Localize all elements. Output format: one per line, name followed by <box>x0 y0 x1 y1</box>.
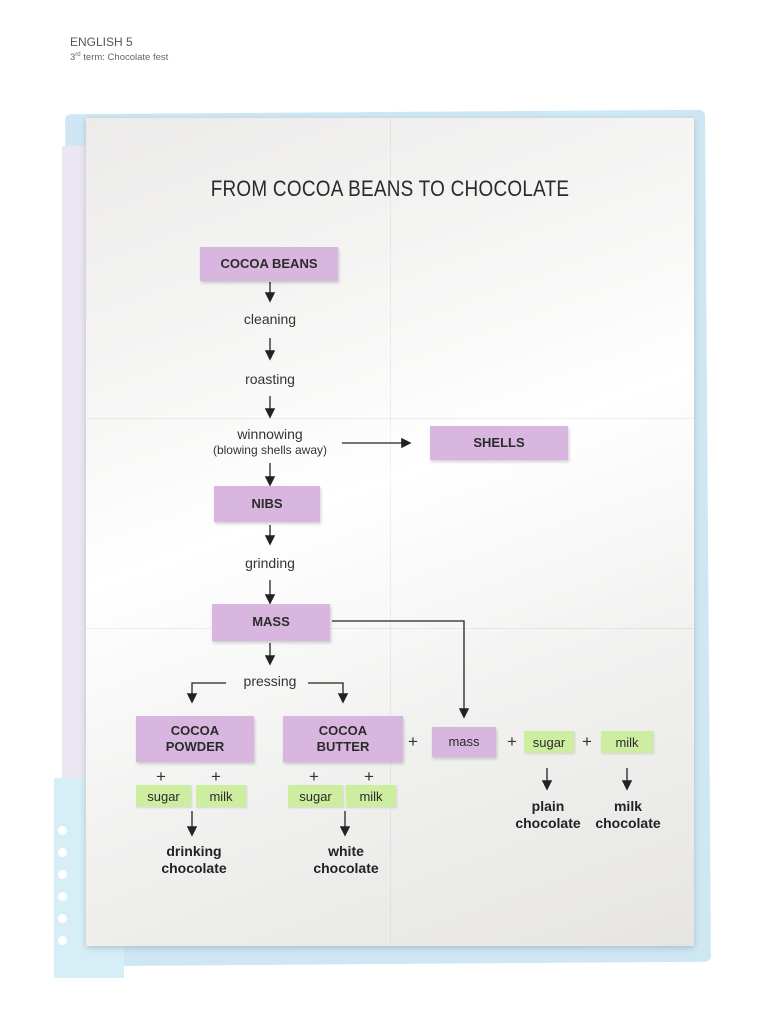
step-roasting: roasting <box>245 371 295 387</box>
term-label: 3rd term: Chocolate fest <box>70 52 168 63</box>
step-grinding: grinding <box>245 555 295 571</box>
plus-sign: + <box>364 767 374 786</box>
plus-sign: + <box>408 732 418 751</box>
ingredient-milk: milk <box>601 731 653 753</box>
node-shells: SHELLS <box>430 426 568 460</box>
diagram-title: FROM COCOA BEANS TO CHOCOLATE <box>210 176 570 201</box>
step-winnowing-note: (blowing shells away) <box>212 443 328 457</box>
step-cleaning: cleaning <box>243 311 297 327</box>
arrow-pressing-to-butter <box>308 682 349 704</box>
paper-sheet: FROM COCOA BEANS TO CHOCOLATE COCOA BEA <box>86 118 694 946</box>
ingredient-sugar: sugar <box>524 731 574 753</box>
flow-arrows <box>186 282 633 837</box>
ticket-hole <box>58 826 67 835</box>
step-pressing: pressing <box>243 673 297 689</box>
result-drinking-chocolate: drinking chocolate <box>161 843 227 876</box>
plus-sign: + <box>211 767 221 786</box>
ingredient-sugar: sugar <box>136 785 191 807</box>
subject-label: ENGLISH 5 <box>70 35 133 49</box>
plus-sign: + <box>309 767 319 786</box>
arrow-pressing-to-powder <box>186 682 226 704</box>
node-nibs: NIBS <box>214 486 320 522</box>
node-cocoa-butter: COCOA BUTTER <box>283 716 403 762</box>
result-white-chocolate: white chocolate <box>313 843 379 876</box>
node-mass: MASS <box>212 604 330 641</box>
ingredient-milk: milk <box>346 785 396 807</box>
ingredient-milk: milk <box>196 785 246 807</box>
result-milk-chocolate: milk chocolate <box>595 798 661 831</box>
ingredient-sugar: sugar <box>288 785 343 807</box>
ticket-hole <box>58 848 67 857</box>
ticket-hole <box>58 914 67 923</box>
node-mass-small: mass <box>432 727 496 757</box>
paper-fold <box>86 628 694 629</box>
paper-fold <box>390 118 391 946</box>
arrow-mass-to-mass-small <box>332 620 470 719</box>
ticket-hole <box>58 936 67 945</box>
node-cocoa-powder: COCOA POWDER <box>136 716 254 762</box>
result-plain-chocolate: plain chocolate <box>515 798 581 831</box>
plus-sign: + <box>156 767 166 786</box>
ticket-hole <box>58 870 67 879</box>
paper-fold <box>86 418 694 419</box>
plus-sign: + <box>582 732 592 751</box>
term-ordinal-suffix: rd <box>75 52 81 58</box>
ticket-hole <box>58 892 67 901</box>
step-winnowing: winnowing <box>237 426 303 442</box>
term-ordinal: 3 <box>70 52 76 64</box>
term-text: term: Chocolate fest <box>80 52 169 64</box>
node-cocoa-beans: COCOA BEANS <box>200 247 338 281</box>
plus-sign: + <box>507 732 517 751</box>
